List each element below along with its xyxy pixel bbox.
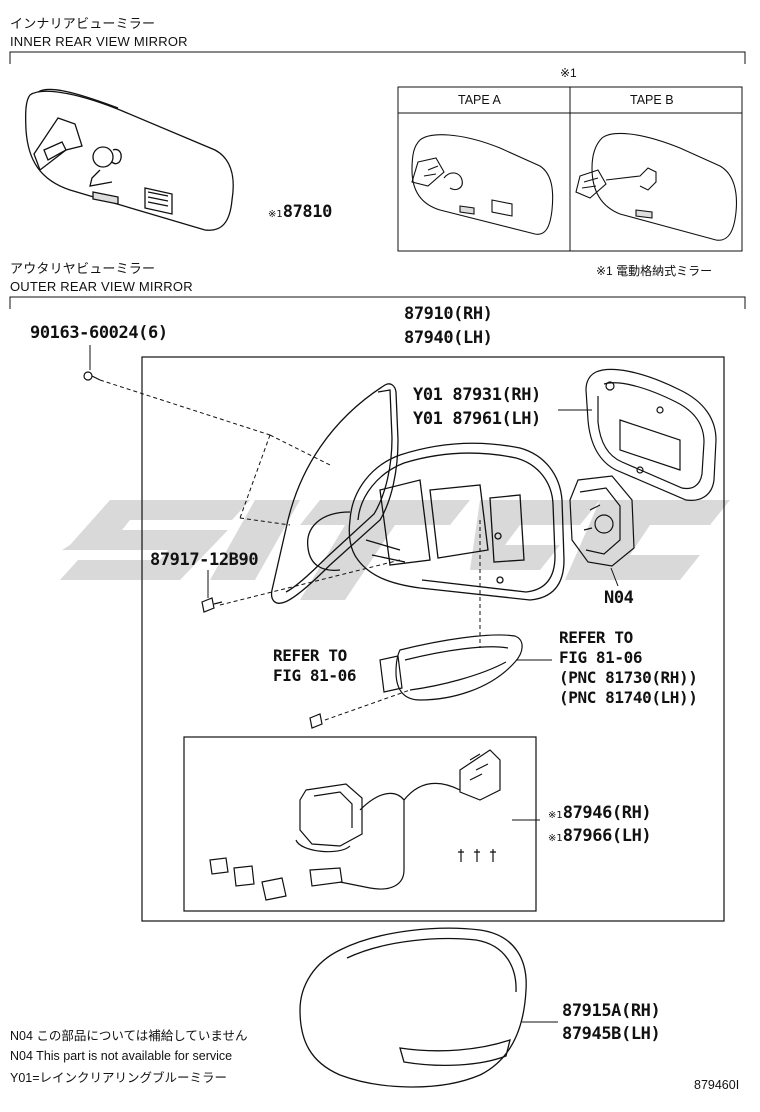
turn-signal-drawing [379,634,523,701]
section-bracket-inner [9,51,746,64]
refer-right-line4: (PNC 81740(LH)) [559,688,698,707]
outer-mirror-title-ja: アウタリヤビューミラー [10,261,156,276]
refer-left-line2: FIG 81-06 [273,666,357,685]
motor-subassembly-drawing [209,749,501,901]
inner-mirror-footnote: ※1 電動格納式ミラー [596,264,713,278]
screw2-drawing [201,597,223,613]
motor-subassembly-box [183,736,537,912]
glass-lh-prefix: Y01 [413,409,443,429]
section-bracket-outer [9,296,746,309]
n04-label: N04 [604,588,634,608]
tape-b-label: TAPE B [630,93,674,107]
motor-rh-part-no: 87946(RH) [562,803,652,823]
n04-leader [610,567,619,587]
inner-mirror-part-no: 87810 [282,202,333,222]
n04-motor-drawing [569,475,635,567]
outer-mirror-frame [141,356,725,922]
note-n04-ja: N04 この部品については補給していません [10,1029,248,1043]
inner-mirror-title-en: INNER REAR VIEW MIRROR [10,34,188,49]
glass-rh-label: Y01 87931(RH) [413,385,541,405]
screw-drawing [83,371,101,381]
lamp-screw-drawing [309,713,323,729]
refer-right-line2: FIG 81-06 [559,648,643,667]
glass-rh-part-no: 87931(RH) [452,385,541,405]
motor-lh-label: ※187966(LH) [548,826,652,846]
inner-mirror-drawing [24,88,234,231]
inner-mirror-part-mark: ※1 [268,209,283,220]
figure-id: 879460I [694,1078,740,1092]
mirror-cover-drawing [299,927,527,1088]
tape-table [397,86,743,252]
screw2-part-no: 87917-12B90 [150,550,259,570]
tape-variant-mark: ※1 [560,66,577,80]
assy-lh-part-no: 87940(LH) [404,328,493,348]
cover-rh-part-no: 87915A(RH) [562,1001,661,1021]
inner-mirror-part-label: ※187810 [268,202,332,222]
motor-rh-label: ※187946(RH) [548,803,652,823]
tape-a-mirror-drawing [411,134,554,235]
glass-lh-part-no: 87961(LH) [452,409,541,429]
mirror-housing-drawing [307,442,565,601]
leader-lines [99,379,481,721]
glass-lh-label: Y01 87961(LH) [413,409,541,429]
tape-a-label: TAPE A [458,93,501,107]
inner-mirror-title-ja: インナリアビューミラー [10,16,156,31]
tape-b-mirror-drawing [575,132,738,241]
note-n04-en: N04 This part is not available for servi… [10,1049,233,1063]
mirror-glass-drawing [270,383,399,604]
screw-part-no: 90163-60024(6) [30,323,168,343]
note-y01: Y01=レインクリアリングブルーミラー [10,1071,228,1085]
glass-rh-prefix: Y01 [413,385,443,405]
glass-backplate-drawing [585,368,717,501]
assy-rh-part-no: 87910(RH) [404,304,493,324]
watermark-logo [60,500,730,600]
motor-rh-mark: ※1 [548,810,563,821]
motor-lh-part-no: 87966(LH) [562,826,652,846]
refer-right-line1: REFER TO [559,628,633,647]
outer-mirror-title-en: OUTER REAR VIEW MIRROR [10,279,193,294]
cover-lh-part-no: 87945B(LH) [562,1024,661,1044]
refer-left-line1: REFER TO [273,646,347,665]
refer-right-line3: (PNC 81730(RH)) [559,668,698,687]
motor-lh-mark: ※1 [548,833,563,844]
